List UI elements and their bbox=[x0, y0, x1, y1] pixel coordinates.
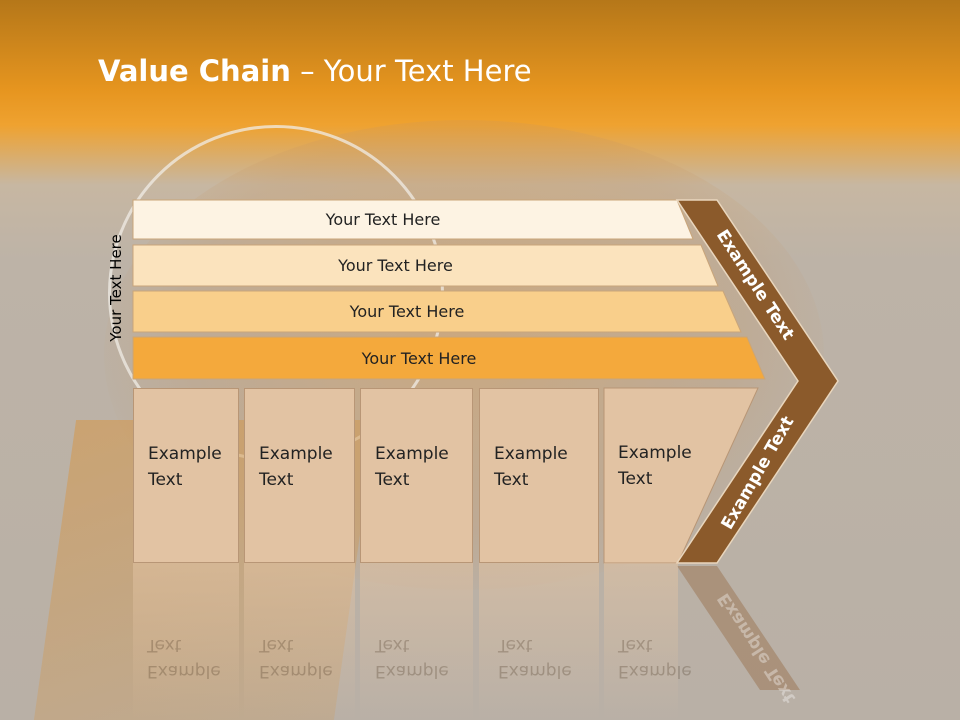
title-bold: Value Chain bbox=[98, 54, 291, 88]
support-activity-label: Your Text Here bbox=[349, 302, 465, 321]
support-activity-4: Your Text Here bbox=[133, 337, 765, 379]
support-activity-3: Your Text Here bbox=[133, 291, 741, 332]
activity-reflection bbox=[360, 563, 473, 720]
activity-reflection bbox=[133, 563, 239, 720]
activity-line1: Example bbox=[375, 444, 449, 464]
activity-line1: Example bbox=[618, 443, 692, 463]
layer-2-outline bbox=[132, 244, 719, 287]
layer-4-outline bbox=[132, 336, 766, 380]
layer-3-outline bbox=[132, 290, 742, 333]
activity-line1: Example bbox=[494, 444, 568, 464]
support-activity-label: Your Text Here bbox=[325, 210, 441, 229]
layer-1-outline bbox=[132, 199, 694, 240]
activity-line1: Example bbox=[148, 444, 222, 464]
margin-chevron-reflection bbox=[677, 566, 800, 690]
activity-line1: Example bbox=[259, 444, 333, 464]
activity-line2: Text bbox=[375, 470, 410, 490]
support-activity-2: Your Text Here bbox=[133, 245, 718, 286]
activity-line2: Text bbox=[618, 469, 653, 489]
title-rest: – Your Text Here bbox=[290, 54, 532, 88]
margin-chevron bbox=[675, 199, 839, 564]
support-activity-1: Your Text Here bbox=[133, 200, 693, 239]
activity-reflection bbox=[479, 563, 599, 720]
activity-line2: Text bbox=[494, 470, 529, 490]
slide-title: Value Chain – Your Text Here bbox=[98, 54, 532, 88]
activity-line2: Text bbox=[148, 470, 183, 490]
activity-reflection bbox=[604, 563, 678, 720]
activity-line2: Text bbox=[259, 470, 294, 490]
activity-reflection bbox=[244, 563, 355, 720]
support-activity-label: Your Text Here bbox=[361, 348, 477, 368]
support-activity-label: Your Text Here bbox=[338, 256, 453, 275]
